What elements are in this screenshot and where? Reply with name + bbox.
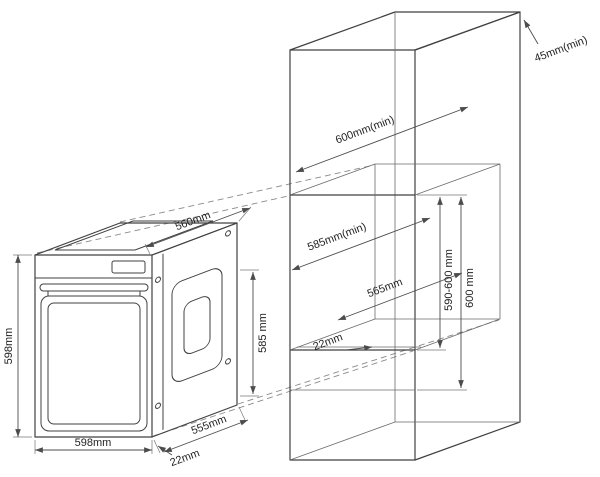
dim-label-niche-depth-min: 585mm(min) <box>306 221 368 254</box>
dim-label-oven-door-protrusion: 22mm <box>169 447 202 469</box>
dim-label-top-rear-gap: 45mm(min) <box>533 34 589 65</box>
dimension-annotations: 598mm 598mm 560mm 585 mm 555mm 22mm 600m… <box>3 19 589 469</box>
oven-drawing <box>34 220 238 438</box>
door-handle <box>39 283 149 292</box>
dim-label-oven-bottom-depth: 555mm <box>190 413 229 437</box>
oven-door <box>40 295 148 432</box>
dim-label-cabinet-depth-min: 600mm(min) <box>334 114 396 147</box>
oven-side-panel-details <box>155 230 231 431</box>
dim-label-oven-width: 598mm <box>75 437 112 449</box>
dim-label-niche-height-range: 590-600 mm <box>443 249 455 311</box>
control-display <box>111 260 146 274</box>
projection-lines <box>36 164 500 437</box>
dim-label-oven-carcass-height: 585 mm <box>257 313 269 353</box>
dim-label-opening-height: 600 mm <box>464 268 476 308</box>
oven-door-glass <box>47 302 141 425</box>
dim-label-oven-height: 598mm <box>3 328 15 365</box>
